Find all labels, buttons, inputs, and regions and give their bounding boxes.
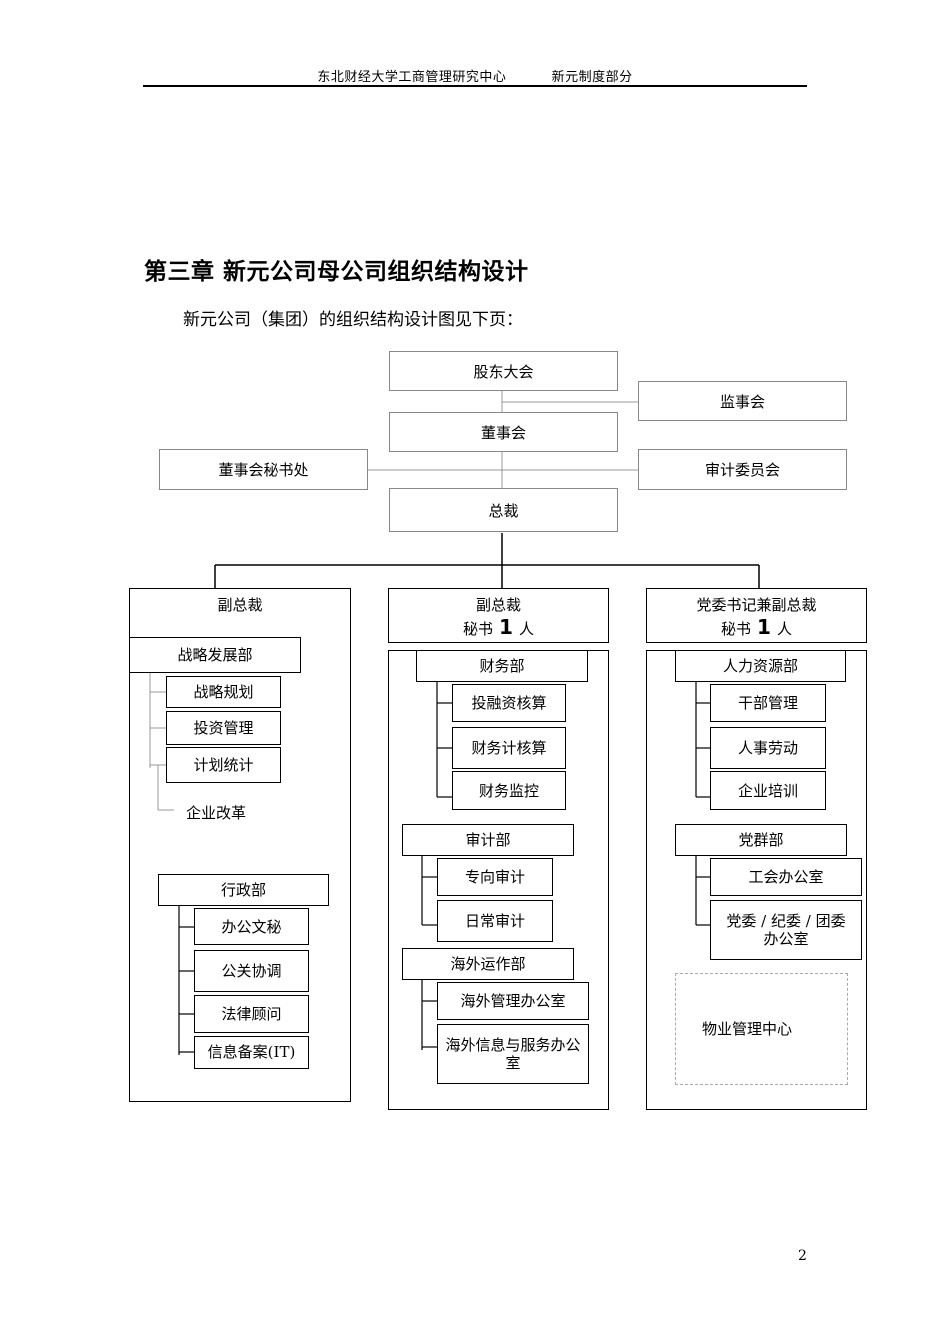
it-records-box: 信息备案(IT): [194, 1036, 309, 1069]
party-committee-office-box: 党委 / 纪委 / 团委办公室: [710, 900, 862, 960]
overseas-operations-dept-box: 海外运作部: [402, 948, 574, 980]
strategy-dept-box: 战略发展部: [129, 637, 301, 673]
planning-statistics-box: 计划统计: [166, 747, 281, 783]
party-mass-dept-box: 党群部: [675, 824, 847, 856]
vp-middle-title: 副总裁: [475, 596, 521, 614]
personnel-labor-box: 人事劳动: [710, 727, 826, 769]
board-secretary-box: 董事会秘书处: [159, 449, 368, 490]
running-header: 东北财经大学工商管理研究中心 新元制度部分: [0, 66, 950, 85]
union-office-box: 工会办公室: [710, 858, 862, 896]
vp-left-column: [129, 588, 351, 1102]
supervisory-board-box: 监事会: [638, 381, 847, 421]
board-of-directors-box: 董事会: [389, 412, 618, 452]
financial-control-box: 财务监控: [452, 771, 566, 810]
admin-dept-box: 行政部: [158, 874, 329, 906]
public-relations-box: 公关协调: [194, 950, 309, 992]
routine-audit-box: 日常审计: [437, 900, 553, 942]
overseas-information-service-office-box: 海外信息与服务办公室: [437, 1024, 589, 1084]
investment-management-box: 投资管理: [166, 711, 281, 745]
vp-left-title: 副总裁: [217, 596, 263, 614]
property-management-center-label: 物业管理中心: [702, 1020, 793, 1038]
legal-counsel-box: 法律顾问: [194, 995, 309, 1033]
audit-dept-box: 审计部: [402, 824, 574, 856]
strategy-planning-box: 战略规划: [166, 676, 281, 708]
finance-dept-box: 财务部: [416, 650, 588, 682]
shareholders-meeting-box: 股东大会: [389, 351, 618, 391]
enterprise-reform-label: 企业改革: [186, 804, 247, 822]
enterprise-training-box: 企业培训: [710, 771, 826, 810]
special-audit-box: 专向审计: [437, 858, 553, 896]
financial-accounting-box: 财务计核算: [452, 727, 566, 769]
property-management-center-box: [675, 973, 848, 1085]
vp-right-title: 党委书记兼副总裁: [696, 596, 817, 614]
header-right: 新元制度部分: [551, 70, 633, 85]
president-box: 总裁: [389, 488, 618, 532]
chapter-title: 第三章 新元公司母公司组织结构设计: [144, 259, 529, 285]
page-number: 2: [798, 1248, 807, 1264]
header-rule: [143, 85, 807, 87]
investment-financing-accounting-box: 投融资核算: [452, 684, 566, 722]
office-secretarial-box: 办公文秘: [194, 908, 309, 945]
overseas-management-office-box: 海外管理办公室: [437, 982, 589, 1020]
cadre-management-box: 干部管理: [710, 684, 826, 722]
header-left: 东北财经大学工商管理研究中心: [317, 70, 507, 85]
hr-dept-box: 人力资源部: [675, 650, 846, 682]
intro-paragraph: 新元公司（集团）的组织结构设计图见下页：: [183, 310, 523, 330]
audit-committee-box: 审计委员会: [638, 449, 847, 490]
